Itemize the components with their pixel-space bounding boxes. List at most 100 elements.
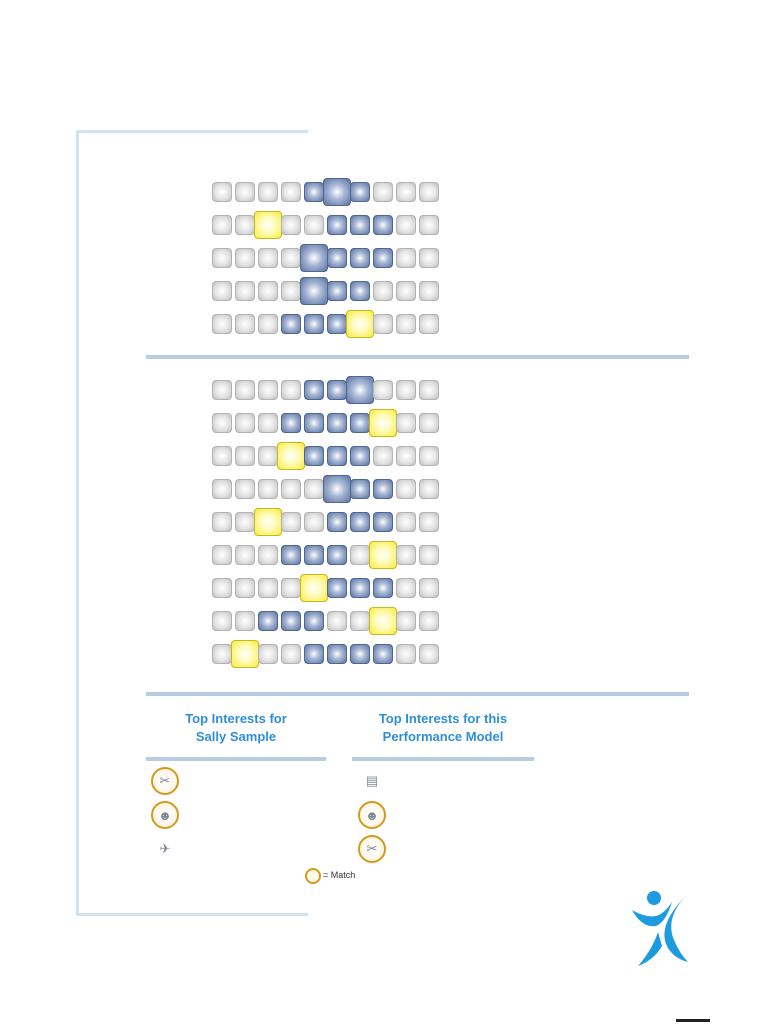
scale-cell [258, 578, 278, 598]
scale-cell-score [369, 541, 397, 569]
scale-cell-range [327, 380, 347, 400]
scale-cell [419, 611, 439, 631]
match-ring [151, 767, 179, 795]
scale-cell-range [350, 578, 370, 598]
scale-cell-range [327, 248, 347, 268]
scale-cell-score [277, 442, 305, 470]
scale-cell [396, 644, 416, 664]
scale-cell [396, 512, 416, 532]
scale-cell [281, 248, 301, 268]
scale-cell [373, 446, 393, 466]
scale-cell-range [350, 644, 370, 664]
scale-cell [419, 446, 439, 466]
scale-cell [396, 413, 416, 433]
scale-row [212, 442, 442, 470]
match-ring-icon [305, 868, 321, 884]
scale-cell [419, 413, 439, 433]
scale-cell [235, 578, 255, 598]
satellite-icon-glyph: ✈ [159, 841, 171, 856]
scale-row [212, 277, 442, 305]
scale-cell [258, 413, 278, 433]
section-divider-bottom [146, 692, 689, 696]
scale-row [212, 574, 442, 602]
satellite-icon: ✈ [151, 835, 179, 863]
scale-cell [235, 545, 255, 565]
scale-cell [212, 380, 232, 400]
scale-cell [396, 479, 416, 499]
scale-cell [419, 182, 439, 202]
scale-cell-range [350, 182, 370, 202]
scale-cell [258, 479, 278, 499]
scale-cell-range [304, 545, 324, 565]
scale-cell-score [231, 640, 259, 668]
scale-cell [281, 512, 301, 532]
scale-cell [281, 578, 301, 598]
frame-bottom-border [76, 913, 308, 916]
scale-row [212, 211, 442, 239]
scale-cell [235, 182, 255, 202]
scale-cell-range [350, 413, 370, 433]
left-title-line1: Top Interests for [185, 711, 287, 726]
people-icon: ☻ [151, 801, 179, 829]
scale-cell [235, 215, 255, 235]
scale-cell [212, 215, 232, 235]
scale-cell-range [327, 446, 347, 466]
scale-row [212, 508, 442, 536]
scale-cell-range [327, 314, 347, 334]
scale-cell [235, 446, 255, 466]
right-column-underline [352, 757, 534, 761]
scale-cell [235, 413, 255, 433]
scale-cell [258, 248, 278, 268]
scale-cell [258, 545, 278, 565]
right-title-line1: Top Interests for this [378, 711, 508, 726]
scale-cell [304, 479, 324, 499]
match-ring [358, 801, 386, 829]
scale-cell-range [258, 611, 278, 631]
scale-cell [396, 182, 416, 202]
scale-cell [396, 248, 416, 268]
document-icon: ▤ [358, 767, 386, 795]
right-column-title: Top Interests for this Performance Model [352, 710, 534, 746]
scale-cell [350, 545, 370, 565]
scale-cell-peak [346, 376, 374, 404]
scale-cell [373, 281, 393, 301]
scale-cell [373, 380, 393, 400]
scale-cell [304, 512, 324, 532]
scale-cell [212, 248, 232, 268]
scale-cell [258, 182, 278, 202]
scale-cell [419, 281, 439, 301]
scale-cell-range [350, 479, 370, 499]
scale-cell-range [373, 512, 393, 532]
scale-cell [212, 644, 232, 664]
scale-cell [235, 380, 255, 400]
scale-cell-range [373, 479, 393, 499]
scale-cell-score [346, 310, 374, 338]
scale-cell [235, 248, 255, 268]
scale-cell [419, 314, 439, 334]
scale-cell [235, 314, 255, 334]
scale-cell-range [304, 314, 324, 334]
scale-cell-range [327, 512, 347, 532]
scale-cell [419, 380, 439, 400]
scale-cell-range [327, 545, 347, 565]
scale-cell [212, 578, 232, 598]
scale-row [212, 376, 442, 404]
scale-cell-range [304, 611, 324, 631]
scale-cell [396, 545, 416, 565]
scale-cell [396, 380, 416, 400]
scale-cell-score [254, 508, 282, 536]
scale-cell-range [281, 545, 301, 565]
scale-cell [419, 545, 439, 565]
scale-cell [396, 611, 416, 631]
company-logo [632, 891, 690, 966]
scale-row [212, 640, 442, 668]
scale-cell-score [369, 607, 397, 635]
scale-cell-range [373, 248, 393, 268]
scale-cell [281, 644, 301, 664]
scale-cell [396, 446, 416, 466]
section-divider-top [146, 355, 689, 359]
left-column-title: Top Interests for Sally Sample [146, 710, 326, 746]
scale-cell [281, 479, 301, 499]
scale-cell-range [327, 413, 347, 433]
scale-cell [350, 611, 370, 631]
